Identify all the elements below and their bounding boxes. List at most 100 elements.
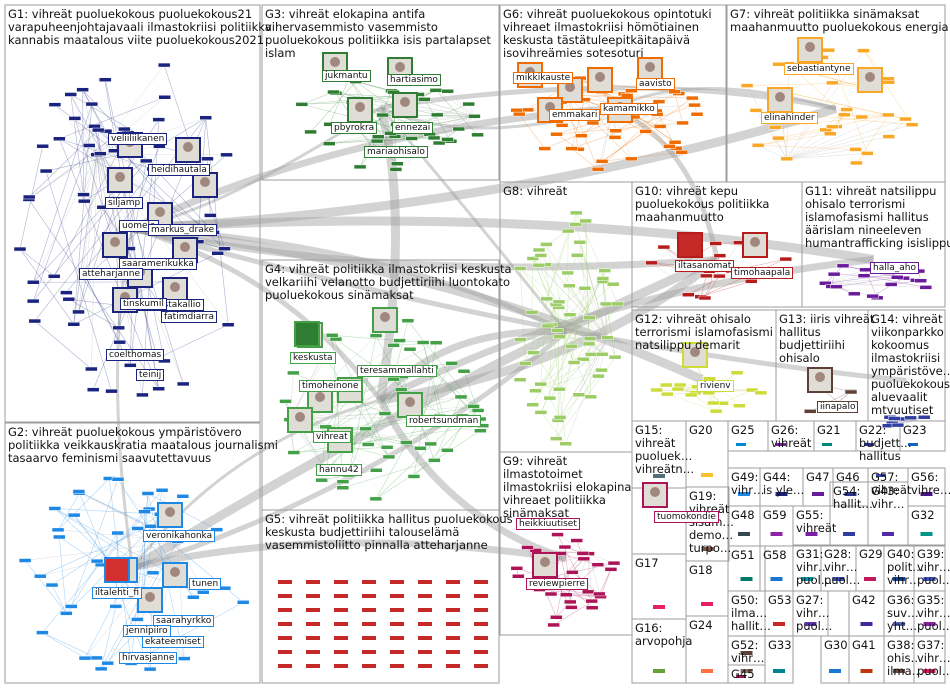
node[interactable]	[569, 222, 582, 227]
node[interactable]	[353, 164, 367, 170]
user-label[interactable]: markus_drake	[148, 224, 218, 236]
node[interactable]	[220, 152, 233, 158]
node[interactable]	[547, 622, 560, 628]
user-label[interactable]: vihreat	[313, 431, 351, 443]
node[interactable]	[452, 126, 466, 132]
node[interactable]	[144, 524, 157, 529]
node[interactable]	[827, 271, 841, 277]
node[interactable]	[400, 440, 413, 445]
node[interactable]	[586, 120, 600, 126]
node[interactable]	[801, 577, 813, 581]
node[interactable]	[474, 608, 488, 612]
node[interactable]	[625, 88, 638, 94]
node[interactable]	[855, 114, 869, 120]
node[interactable]	[380, 445, 394, 450]
node[interactable]	[414, 446, 427, 451]
node[interactable]	[844, 492, 857, 496]
node[interactable]	[652, 99, 666, 104]
node[interactable]	[278, 608, 292, 612]
node[interactable]	[713, 253, 727, 258]
node[interactable]	[571, 253, 584, 258]
node[interactable]	[890, 274, 904, 280]
node[interactable]	[653, 605, 665, 609]
node[interactable]	[390, 608, 404, 612]
node[interactable]	[620, 93, 634, 98]
node[interactable]	[27, 279, 40, 285]
node[interactable]	[359, 426, 372, 432]
node[interactable]	[805, 532, 818, 536]
node[interactable]	[513, 266, 527, 271]
node[interactable]	[403, 346, 417, 352]
node[interactable]	[48, 102, 62, 107]
node[interactable]	[278, 580, 292, 584]
node[interactable]	[143, 666, 157, 672]
node[interactable]	[736, 443, 746, 446]
node[interactable]	[474, 664, 488, 668]
node[interactable]	[306, 664, 320, 668]
node[interactable]	[534, 253, 548, 258]
node[interactable]	[606, 281, 620, 287]
node[interactable]	[850, 160, 863, 166]
node[interactable]	[600, 335, 614, 340]
node[interactable]	[362, 580, 376, 584]
node[interactable]	[446, 594, 460, 598]
node[interactable]	[111, 530, 124, 536]
node[interactable]	[454, 394, 468, 400]
node[interactable]	[819, 281, 832, 286]
user-label[interactable]: hannu42	[316, 464, 362, 476]
node[interactable]	[94, 151, 107, 156]
node[interactable]	[690, 111, 704, 117]
node[interactable]	[62, 296, 76, 302]
node[interactable]	[334, 608, 348, 612]
node[interactable]	[701, 669, 713, 673]
node[interactable]	[13, 246, 27, 252]
node[interactable]	[211, 251, 224, 256]
node[interactable]	[64, 92, 77, 97]
node[interactable]	[532, 247, 546, 253]
node[interactable]	[362, 622, 376, 626]
node[interactable]	[278, 664, 292, 668]
node[interactable]	[572, 392, 586, 397]
node[interactable]	[429, 88, 443, 93]
node[interactable]	[210, 527, 224, 532]
node[interactable]	[713, 273, 726, 279]
node[interactable]	[772, 135, 785, 141]
user-label[interactable]: teinij	[136, 369, 165, 381]
node[interactable]	[113, 339, 126, 345]
node[interactable]	[158, 94, 171, 100]
node[interactable]	[390, 161, 404, 167]
node[interactable]	[394, 387, 408, 392]
node[interactable]	[770, 577, 783, 581]
node[interactable]	[306, 650, 320, 654]
node[interactable]	[467, 404, 480, 409]
node[interactable]	[532, 263, 546, 268]
node[interactable]	[882, 532, 894, 536]
node[interactable]	[199, 115, 213, 120]
node[interactable]	[468, 114, 481, 119]
node[interactable]	[565, 605, 578, 610]
node[interactable]	[67, 512, 81, 518]
node[interactable]	[329, 336, 343, 342]
node[interactable]	[659, 382, 673, 388]
node[interactable]	[591, 562, 605, 567]
node[interactable]	[701, 473, 713, 477]
node[interactable]	[560, 592, 573, 598]
node[interactable]	[840, 107, 853, 112]
node[interactable]	[441, 137, 454, 142]
node[interactable]	[361, 442, 375, 447]
node[interactable]	[319, 424, 332, 430]
node[interactable]	[576, 356, 590, 362]
user-label[interactable]: hirvasjanne	[119, 652, 178, 664]
node[interactable]	[544, 591, 558, 597]
node[interactable]	[857, 273, 871, 278]
node[interactable]	[91, 127, 105, 133]
node[interactable]	[471, 408, 485, 413]
user-label[interactable]: sebastiantyne	[784, 63, 854, 75]
user-label[interactable]: coelthomas	[106, 349, 165, 361]
node[interactable]	[559, 441, 572, 447]
node[interactable]	[565, 343, 578, 349]
node[interactable]	[836, 263, 850, 269]
node[interactable]	[131, 526, 144, 531]
node[interactable]	[334, 594, 348, 598]
node[interactable]	[90, 558, 104, 564]
